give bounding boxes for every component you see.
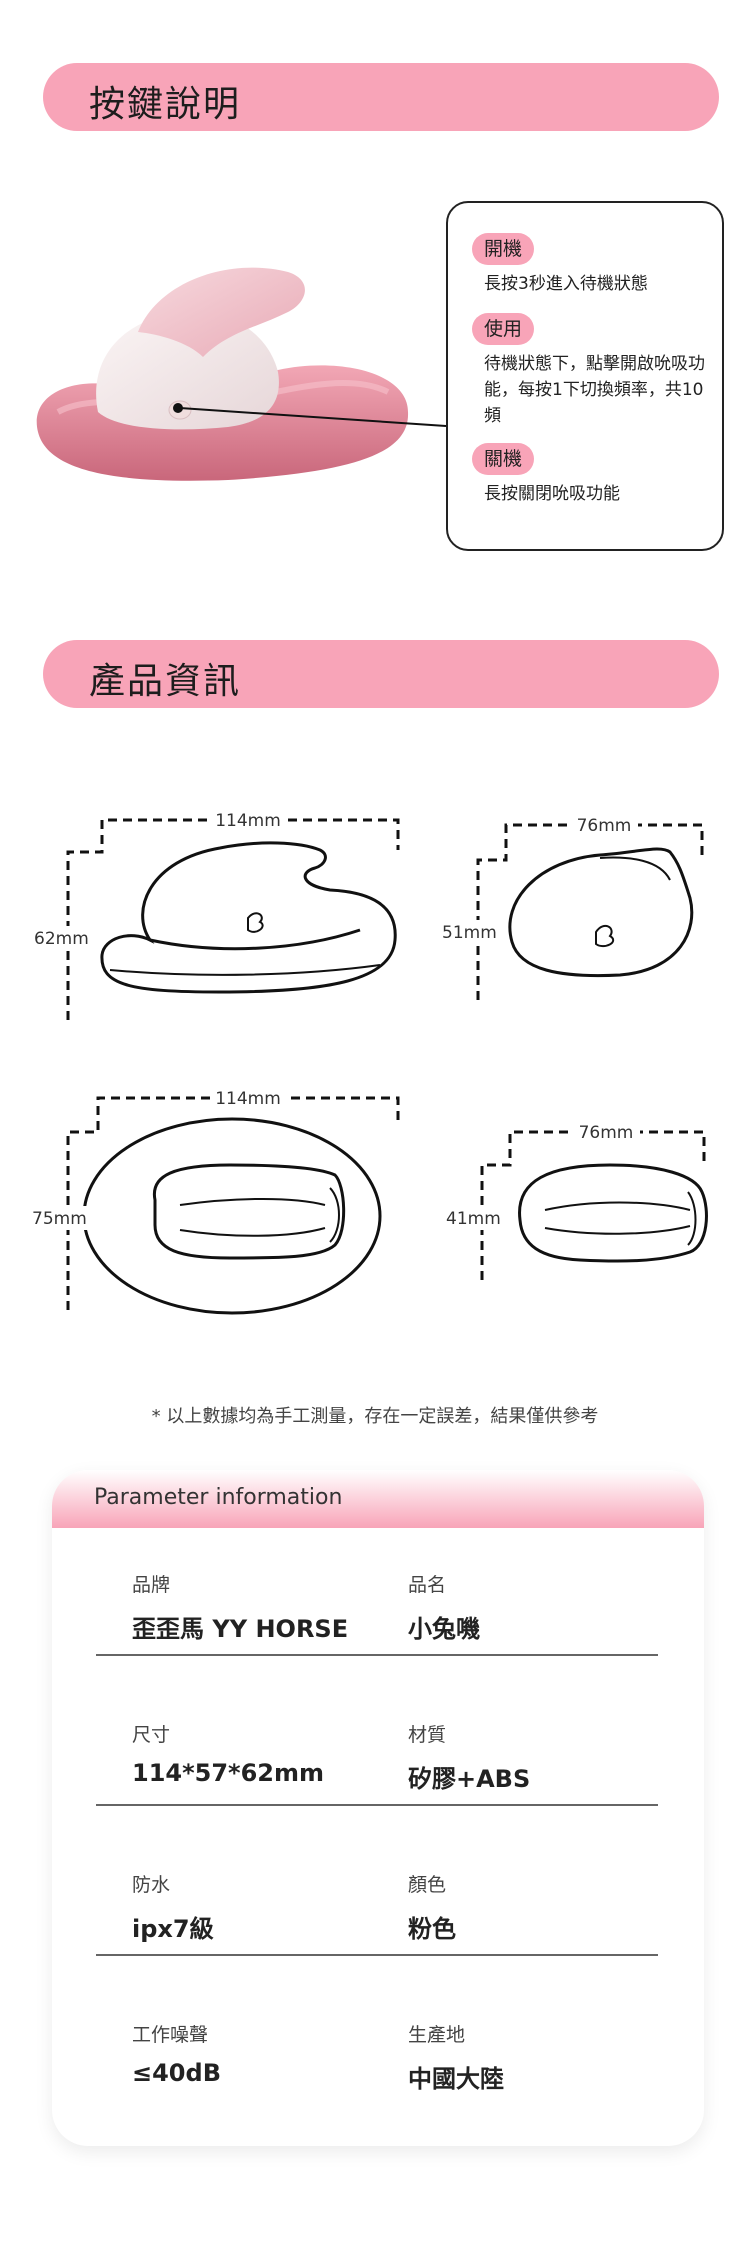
- param-value: 粉色: [408, 1915, 456, 1943]
- param-label: 生產地: [408, 2024, 466, 2046]
- power-on-text: 長按3秒進入待機狀態: [484, 274, 648, 294]
- param-value: 矽膠+ABS: [408, 1765, 531, 1793]
- param-brand: 品牌 歪歪馬 YY HORSE: [132, 1570, 348, 1644]
- param-waterproof: 防水 ipx7級: [132, 1870, 214, 1944]
- divider: [96, 1954, 658, 1956]
- tag-power-off: 關機: [472, 443, 535, 475]
- param-color: 顏色 粉色: [408, 1870, 456, 1944]
- side-width-label: 76mm: [577, 816, 632, 836]
- front-width-label: 114mm: [215, 811, 281, 831]
- top2-width-label: 76mm: [579, 1123, 634, 1143]
- param-size: 尺寸 114*57*62mm: [132, 1720, 324, 1787]
- dimension-diagrams: 114mm 62mm 76mm 51mm 114mm 75mm 76mm 41m…: [28, 808, 708, 1315]
- divider: [96, 1654, 658, 1656]
- param-label: 工作噪聲: [132, 2024, 209, 2046]
- param-value: 歪歪馬 YY HORSE: [132, 1615, 349, 1643]
- button-dot: [173, 403, 183, 413]
- tag-power-on: 開機: [472, 233, 535, 265]
- side-height-label: 51mm: [442, 923, 497, 943]
- param-value: ipx7級: [132, 1915, 214, 1943]
- param-value: ≤40dB: [132, 2059, 221, 2087]
- section-header-buttons: 按鍵說明: [43, 63, 719, 131]
- param-label: 品牌: [132, 1574, 171, 1596]
- param-origin: 生產地 中國大陸: [408, 2020, 504, 2094]
- power-off-text: 長按關閉吮吸功能: [484, 484, 620, 504]
- product-illustration: [36, 267, 409, 481]
- param-label: 品名: [408, 1574, 447, 1596]
- top-height-label: 75mm: [32, 1209, 87, 1229]
- param-label: 顏色: [408, 1874, 447, 1896]
- divider: [96, 1804, 658, 1806]
- param-material: 材質 矽膠+ABS: [408, 1720, 530, 1794]
- top-width-label: 114mm: [215, 1089, 281, 1109]
- top2-height-label: 41mm: [446, 1209, 501, 1229]
- param-label: 防水: [132, 1874, 171, 1896]
- section-title: 按鍵說明: [89, 84, 242, 125]
- param-label: 尺寸: [132, 1724, 171, 1746]
- param-value: 114*57*62mm: [132, 1759, 325, 1787]
- use-text: 待機狀態下，點擊開啟吮吸功能，每按1下切換頻率，共10頻: [484, 354, 705, 426]
- section-title: 產品資訊: [89, 661, 242, 702]
- measurement-note: * 以上數據均為手工測量，存在一定誤差，結果僅供參考: [151, 1406, 599, 1427]
- button-instructions-box: 開機 長按3秒進入待機狀態 使用 待機狀態下，點擊開啟吮吸功能，每按1下切換頻率…: [446, 201, 724, 551]
- param-product-name: 品名 小兔嘰: [408, 1570, 480, 1644]
- section-header-product-info: 產品資訊: [43, 640, 719, 708]
- parameter-card-header: Parameter information: [52, 1470, 704, 1528]
- front-height-label: 62mm: [34, 929, 89, 949]
- tag-use: 使用: [472, 313, 535, 345]
- parameter-card-title: Parameter information: [94, 1485, 343, 1510]
- param-value: 中國大陸: [408, 2065, 504, 2093]
- parameter-card: Parameter information 品牌 歪歪馬 YY HORSE 品名…: [52, 1470, 704, 2146]
- param-label: 材質: [408, 1724, 447, 1746]
- param-noise: 工作噪聲 ≤40dB: [132, 2020, 221, 2087]
- param-value: 小兔嘰: [408, 1615, 480, 1643]
